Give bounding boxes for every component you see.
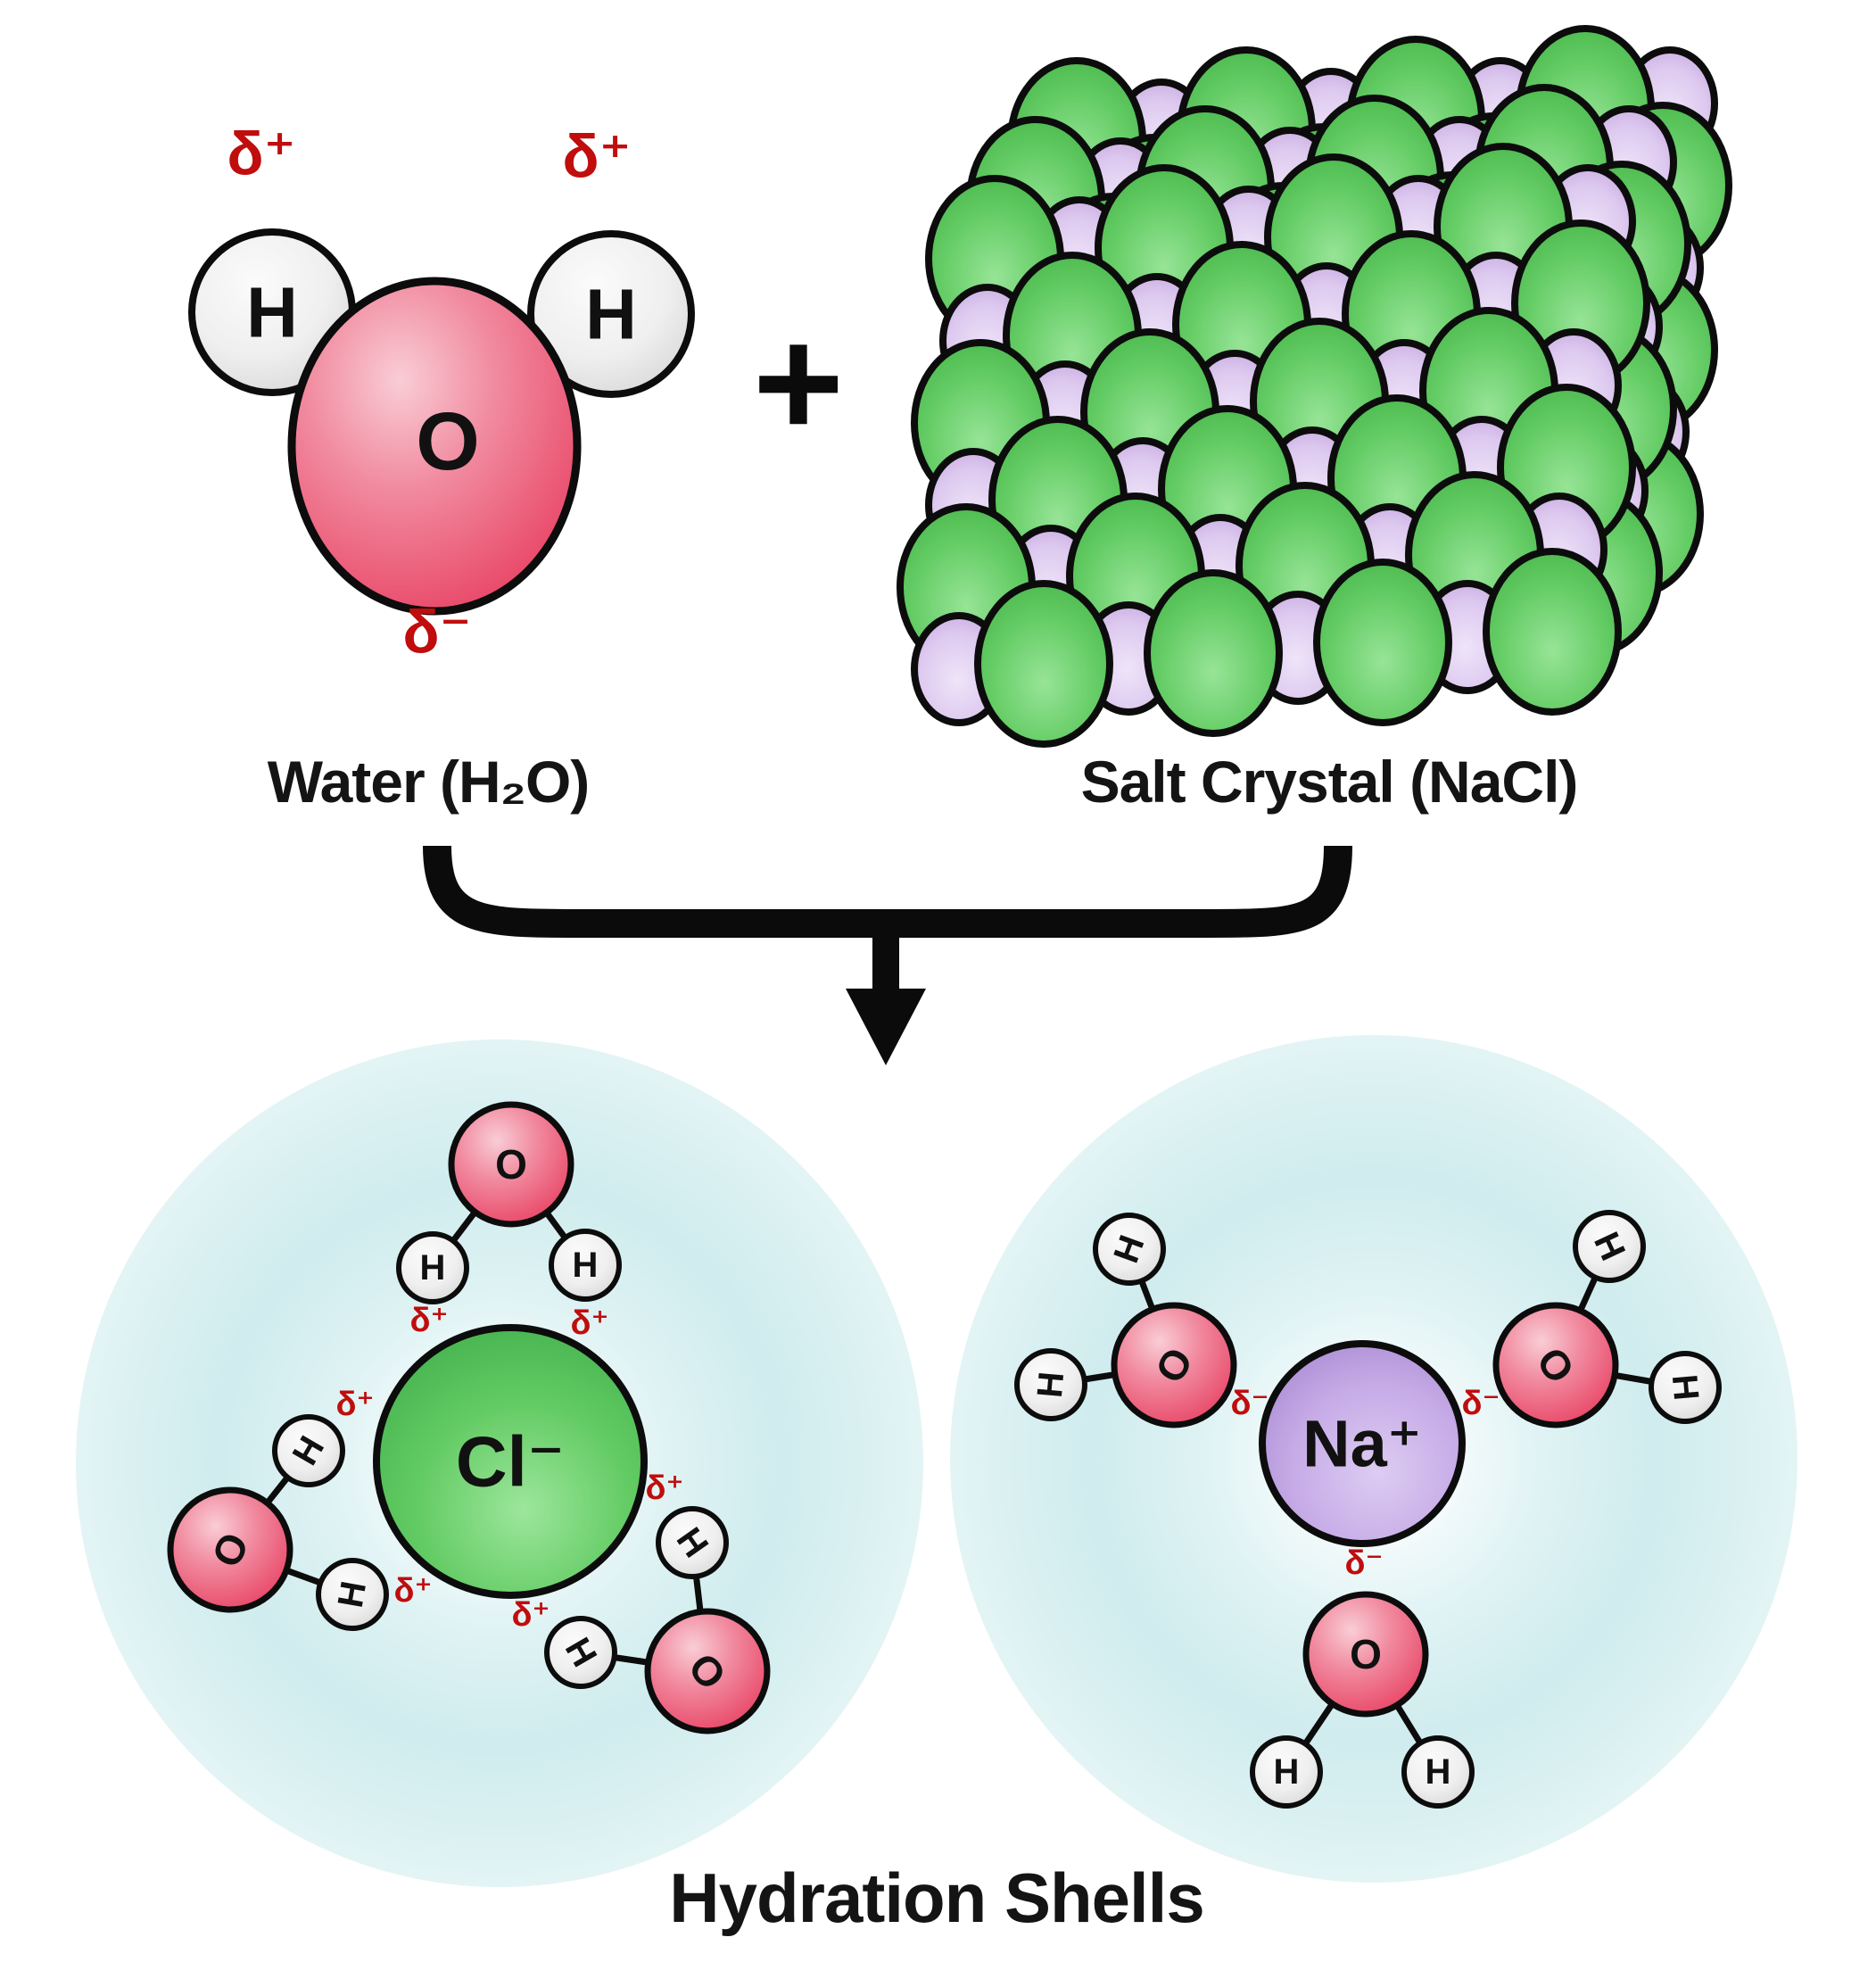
arrow-stem	[872, 922, 899, 991]
oxygen-atom	[644, 1608, 771, 1734]
salt-crystal-lattice	[897, 25, 1732, 748]
partial-positive-charge: δ⁺	[511, 1596, 550, 1634]
chloride-hydration-shell: Cl⁻ O H H δ⁺ δ⁺ O H H δ⁺ δ⁺ O H H δ⁺ δ⁺	[167, 1101, 771, 1734]
hydrogen-label: H	[1274, 1752, 1300, 1792]
oxygen-label: O	[416, 396, 480, 487]
hydrogen-label: H	[246, 273, 298, 352]
hydrogen-atom	[1573, 1210, 1646, 1283]
oxygen-atom	[1302, 1591, 1429, 1718]
hydrogen-atom	[316, 1558, 389, 1631]
hydrogen-atom	[1093, 1213, 1166, 1286]
partial-positive-charge: δ⁺	[570, 1304, 608, 1342]
hydration-shells-label: Hydration Shells	[669, 1859, 1204, 1937]
hydrogen-atom	[1014, 1348, 1087, 1421]
oxygen-atom	[287, 277, 582, 616]
oxygen-label: O	[1350, 1631, 1382, 1677]
plus-operator: +	[752, 296, 845, 470]
sodium-ion	[1259, 1340, 1466, 1547]
oxygen-atom	[448, 1101, 574, 1228]
partial-positive-charge: δ⁺	[409, 1302, 448, 1339]
hydrogen-atom	[1649, 1351, 1722, 1424]
partial-negative-charge: δ⁻	[1230, 1385, 1269, 1422]
combine-brace-arrow	[423, 845, 1352, 1065]
hydrogen-atom	[656, 1506, 729, 1579]
arrow-head-icon	[846, 989, 926, 1065]
oxygen-atom	[1111, 1302, 1237, 1428]
chloride-ion-sphere	[1144, 569, 1283, 737]
partial-positive-charge: δ⁺	[335, 1386, 374, 1423]
partial-negative-charge: δ⁻	[1461, 1385, 1500, 1422]
partial-negative-charge: δ⁻	[1344, 1544, 1383, 1582]
chloride-ion-label: Cl⁻	[456, 1422, 565, 1502]
chloride-ion-sphere	[1313, 559, 1452, 726]
oxygen-atom	[1492, 1302, 1619, 1428]
hydrogen-atom	[1250, 1735, 1323, 1809]
chloride-ion-sphere	[974, 580, 1113, 748]
hydrogen-atom	[396, 1231, 469, 1304]
oxygen-label: O	[495, 1141, 527, 1188]
hydrogen-label: H	[1665, 1373, 1706, 1403]
hydrogen-atom	[549, 1229, 622, 1302]
chloride-ion	[373, 1324, 648, 1599]
sodium-ion-label: Na⁺	[1302, 1407, 1422, 1481]
hydrogen-atom	[527, 230, 695, 398]
chloride-ion-sphere	[1483, 548, 1622, 716]
hydrogen-label: H	[1426, 1752, 1451, 1792]
partial-positive-charge: δ⁺	[645, 1470, 683, 1507]
water-label: Water (H₂O)	[267, 749, 591, 815]
hydrogen-atom	[1401, 1735, 1475, 1809]
sodium-hydration-shell: Na⁺ O H H δ⁻ O H H δ⁻ O H H δ⁻	[1014, 1210, 1722, 1809]
partial-positive-charge: δ⁺	[227, 120, 295, 187]
salt-label: Salt Crystal (NaCl)	[1080, 749, 1579, 815]
partial-positive-charge: δ⁺	[562, 122, 631, 190]
hydrogen-label: H	[573, 1246, 599, 1285]
hydrogen-atom	[272, 1414, 345, 1487]
hydrogen-label: H	[585, 275, 637, 354]
combine-brace	[423, 845, 1352, 938]
water-molecule-diagram: H H O δ⁺ δ⁺ δ⁻	[188, 120, 695, 666]
hydrogen-label: H	[420, 1248, 446, 1287]
partial-negative-charge: δ⁻	[402, 598, 471, 666]
hydrogen-atom	[544, 1616, 617, 1689]
partial-positive-charge: δ⁺	[393, 1572, 432, 1610]
oxygen-atom	[167, 1486, 293, 1613]
hydrogen-label: H	[1030, 1370, 1071, 1400]
